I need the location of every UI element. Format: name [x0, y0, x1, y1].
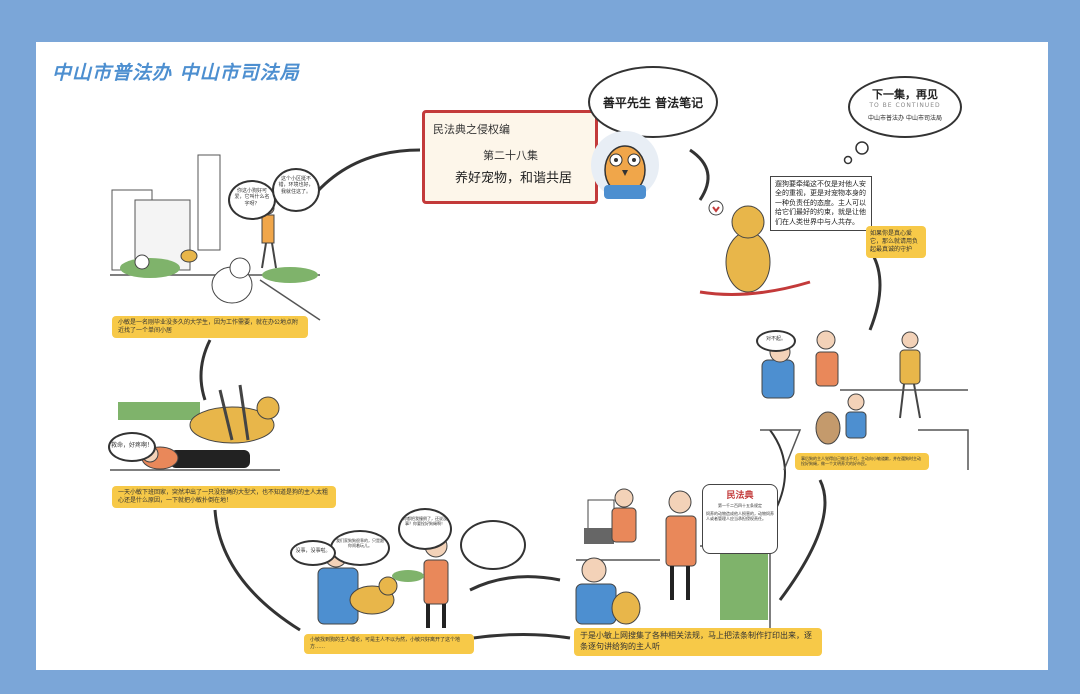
mascot-speech-text: 善平先生 普法笔记	[602, 96, 704, 110]
p2-bubble-text: 救命，好疼啊！	[110, 442, 153, 449]
p1-bubble-left-text: 你这小狗好可爱，它叫什么名字呀？	[234, 188, 270, 207]
p5-bubble-text: 对不起。	[765, 336, 786, 342]
p3-bubble-d	[460, 520, 526, 570]
publisher-title: 中山市普法办 中山市司法局	[52, 62, 300, 84]
book-episode: 第二十八集	[483, 149, 538, 162]
p6-note: 如果你是真心爱它，那么就请用负起最真诚的守护	[866, 226, 926, 259]
p1-bubble-left: 你这小狗好可爱，它叫什么名字呀？	[228, 180, 276, 220]
p3-bubble-a-text: 我们家狗狗很乖的，只是跟你闹着玩儿。	[336, 538, 384, 548]
next-episode-line2: TO BE CONTINUED	[869, 102, 941, 109]
p4-caption: 于是小敏上网搜集了各种相关法规，马上把法条制作打印出来，逐条逐句讲给狗的主人听	[574, 628, 822, 656]
p3-bubble-b: 没事，没事啦。	[290, 540, 336, 566]
p4-law-sign: 民法典	[726, 491, 754, 501]
p3-bubble-b-text: 没事，没事啦。	[295, 548, 331, 554]
next-episode-bubble: 下一集，再见 TO BE CONTINUED 中山市普法办 中山市司法局	[848, 76, 962, 138]
p5-bubble: 对不起。	[756, 330, 796, 352]
p1-bubble-right: 这个小区挺不错，环境也好，我就住这了。	[272, 168, 320, 212]
p1-bubble-right-text: 这个小区挺不错，环境也好，我就住这了。	[278, 176, 314, 195]
p2-bubble: 救命，好疼啊！	[108, 432, 156, 462]
p3-bubble-c-text: 你都把我撞倒了，还说没事？你要拴好狗绳啊！	[403, 516, 447, 526]
p6-text: 遛狗要牵绳这不仅是对他人安全的重视，更是对宠物本身的一种负责任的态度。主人可以给…	[770, 176, 872, 232]
book-title: 养好宠物，和谐共居	[455, 171, 573, 186]
p3-bubble-a: 我们家狗狗很乖的，只是跟你闹着玩儿。	[330, 530, 390, 566]
p2-caption: 一天小敏下班回家，突然冲出了一只没拴绳的大型犬，也不知道是狗的主人太粗心还是什么…	[112, 486, 336, 509]
next-episode-line1: 下一集，再见	[872, 88, 938, 101]
p5-caption: 事后狗的主人觉得自己做法不对，主动向小敏道歉，并在遛狗时主动拴好狗绳，做一个文明…	[795, 453, 929, 470]
mascot-speech-bubble: 善平先生 普法笔记	[588, 66, 718, 138]
p1-caption: 小敏是一名刚毕业没多久的大学生，因为工作需要，就在办公地点附近找了一个单间小居	[112, 316, 308, 339]
p4-law-card: 民法典 第一千二百四十五条规定 饲养的动物造成他人损害的，动物饲养人或者管理人应…	[702, 484, 778, 554]
next-episode-line3: 中山市普法办 中山市司法局	[868, 115, 942, 122]
p3-bubble-c: 你都把我撞倒了，还说没事？你要拴好狗绳啊！	[398, 508, 452, 550]
book-series: 民法典之侵权编	[433, 123, 510, 136]
p4-law-sign-sub: 第一千二百四十五条规定	[718, 503, 762, 508]
episode-book: 民法典之侵权编 第二十八集 养好宠物，和谐共居	[422, 110, 598, 204]
p3-caption: 小敏找到狗的主人理论，可是主人不以为然，小敏只好离开了这个地方……	[304, 634, 474, 654]
p4-law-text: 饲养的动物造成他人损害的，动物饲养人或者管理人应当承担侵权责任。	[706, 511, 774, 521]
